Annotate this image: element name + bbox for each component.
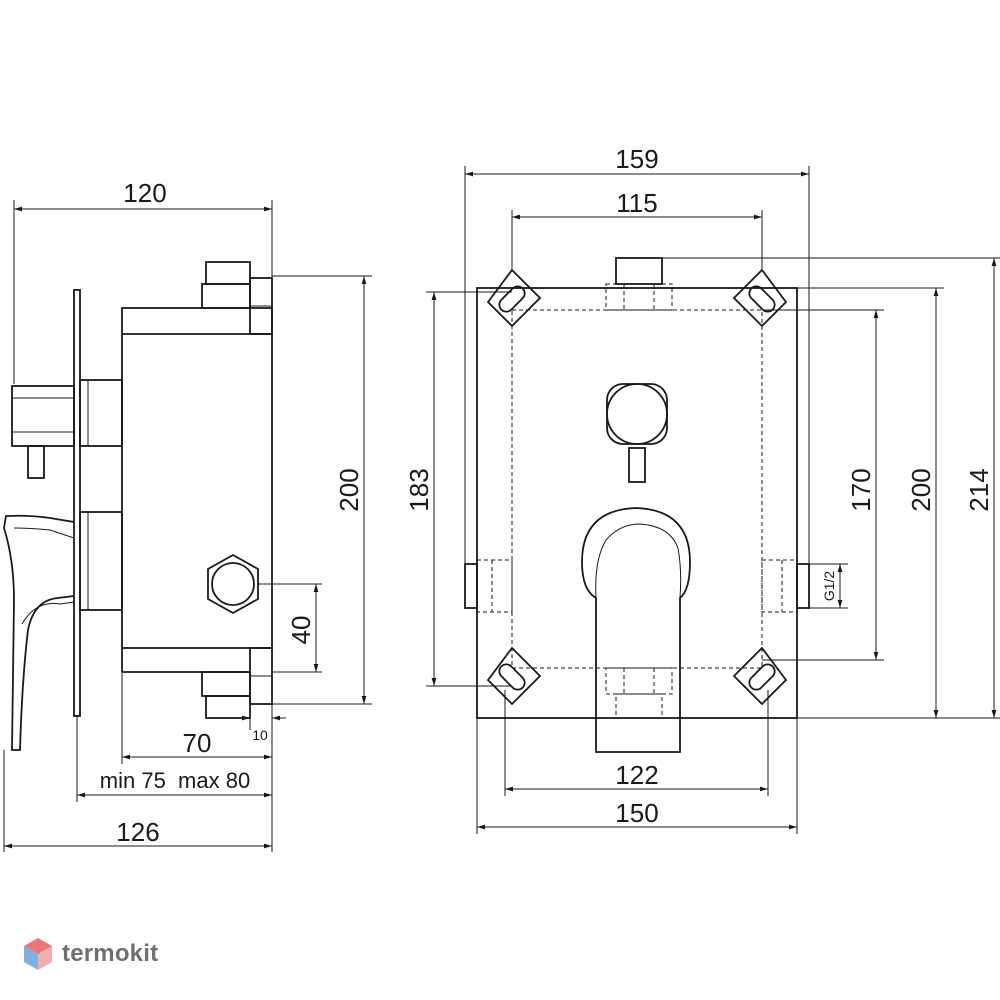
- front-lever-handle: [581, 507, 691, 753]
- dim-label-120: 120: [123, 178, 166, 208]
- mounting-hole-top-right: [732, 268, 788, 328]
- side-wall-plate: [73, 289, 81, 717]
- side-diverter-knob: [11, 379, 123, 479]
- dim-170: 170: [762, 309, 884, 661]
- dim-150: 150: [476, 718, 798, 834]
- dim-10: 10: [236, 715, 286, 743]
- front-hidden-body: [511, 309, 763, 669]
- front-side-inlet-right: [761, 559, 810, 613]
- dim-label-214: 214: [964, 468, 994, 511]
- dim-70: 70: [121, 672, 273, 764]
- side-body: [121, 307, 273, 649]
- dim-214: 214: [662, 257, 1000, 719]
- dim-label-10: 10: [252, 727, 268, 743]
- mounting-hole-bottom-right: [732, 646, 788, 706]
- side-lever: [3, 511, 123, 751]
- dim-200-front: 200: [680, 287, 944, 719]
- front-side-inlet-left: [464, 559, 513, 613]
- dim-183: 183: [404, 291, 512, 687]
- dim-label-200-side: 200: [334, 468, 364, 511]
- dim-126: 126: [3, 750, 273, 852]
- dim-label-159: 159: [615, 144, 658, 174]
- dim-label-mount-range: min 75 max 80: [100, 768, 250, 793]
- bottom-fitting: [201, 647, 273, 719]
- dim-mount-range: min 75 max 80: [76, 716, 273, 802]
- dim-label-200-front: 200: [906, 468, 936, 511]
- front-mounting-plate: [476, 287, 798, 719]
- front-bottom-outlet: [605, 667, 673, 719]
- dim-122: 122: [504, 690, 769, 796]
- dim-label-183: 183: [404, 468, 434, 511]
- dim-label-70: 70: [183, 728, 212, 758]
- dim-label-126: 126: [116, 817, 159, 847]
- dim-159: 159: [464, 144, 810, 564]
- brand-watermark: termokit: [22, 934, 158, 974]
- side-view: 120 200 40 10 70: [3, 178, 372, 852]
- front-top-inlet: [605, 257, 673, 311]
- mounting-hole-bottom-left: [486, 646, 542, 706]
- dim-120: 120: [13, 178, 273, 384]
- termokit-logo-icon: [24, 938, 52, 970]
- dim-label-thread: G1/2: [821, 571, 837, 602]
- dim-label-170: 170: [846, 468, 876, 511]
- dim-label-122: 122: [615, 760, 658, 790]
- dim-label-40: 40: [286, 616, 316, 645]
- dim-200-side: 200: [272, 275, 372, 705]
- dim-115: 115: [511, 188, 763, 270]
- dim-thread: G1/2: [809, 563, 848, 609]
- brand-name: termokit: [62, 940, 159, 967]
- front-diverter-knob: [606, 383, 668, 483]
- top-fitting: [201, 261, 273, 335]
- outlet-hex-nut: [207, 553, 259, 615]
- front-view: 159 115 183 170 200: [404, 144, 1000, 834]
- dim-40: 40: [258, 583, 322, 673]
- dim-label-150: 150: [615, 798, 658, 828]
- dim-label-115: 115: [616, 188, 657, 218]
- mounting-hole-top-left: [486, 268, 542, 328]
